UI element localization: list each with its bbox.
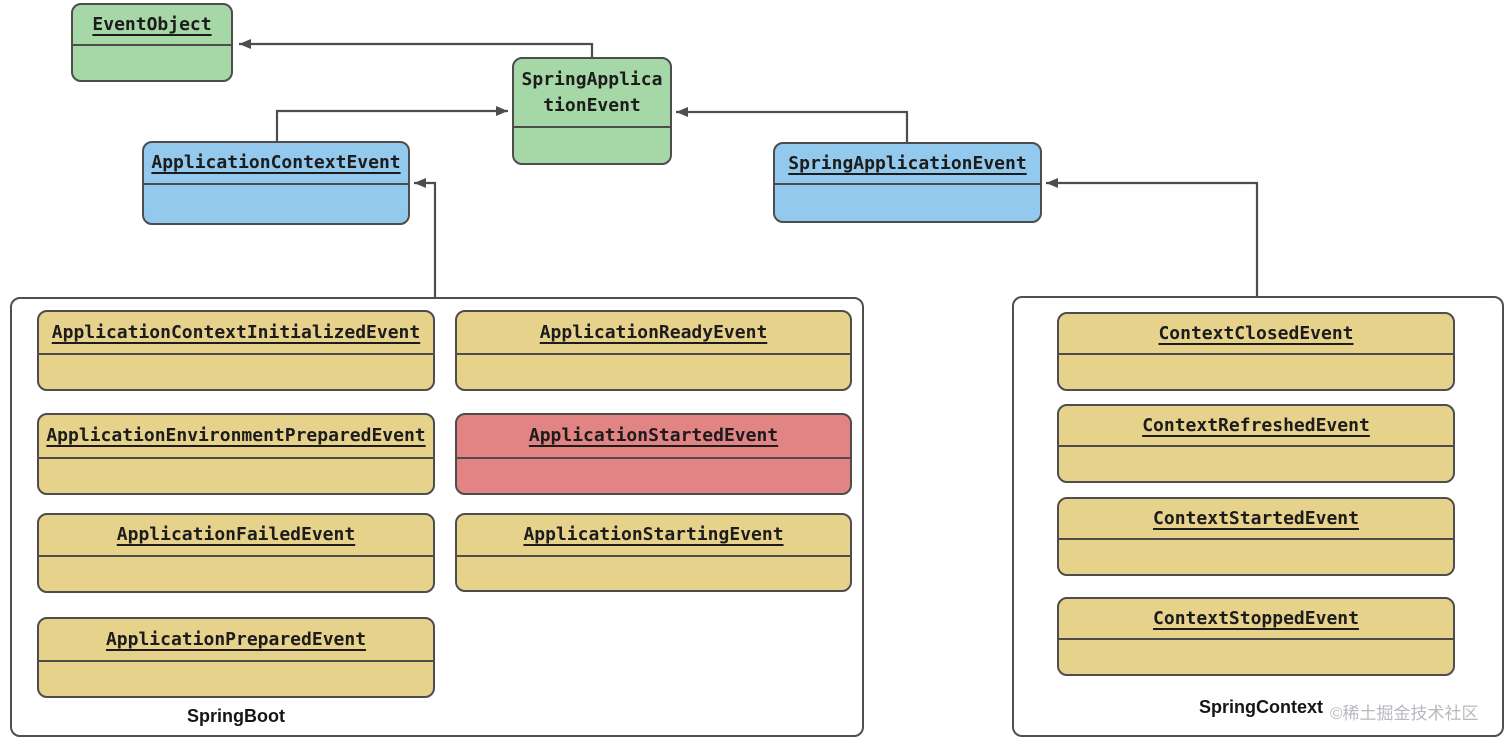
class-title: ContextRefreshedEvent <box>1059 406 1453 447</box>
arrow-applicationcontextevent-to-springapplicationevent <box>275 106 508 141</box>
class-box-eventobject: EventObject <box>71 3 233 82</box>
arrow-bootspringapplicationevent-to-springapplicationevent <box>676 107 909 142</box>
class-body <box>39 662 433 696</box>
class-title: ApplicationStartedEvent <box>457 415 850 459</box>
class-title: ApplicationEnvironmentPreparedEvent <box>39 415 433 459</box>
class-box-applicationfailedevent: ApplicationFailedEvent <box>37 513 435 593</box>
class-box-applicationcontextevent: ApplicationContextEvent <box>142 141 410 225</box>
class-title: ApplicationContextInitializedEvent <box>39 312 433 355</box>
class-name-text-line1: SpringApplica <box>521 68 663 90</box>
class-title: ContextStoppedEvent <box>1059 599 1453 640</box>
class-name-text: ApplicationStartingEvent <box>523 524 784 545</box>
class-name-text: ApplicationFailedEvent <box>116 524 356 545</box>
class-name-text-line2: tionEvent <box>543 94 641 116</box>
class-name-text: ContextRefreshedEvent <box>1142 414 1370 436</box>
watermark: ©稀土掘金技术社区 <box>1330 704 1479 723</box>
class-title: ApplicationReadyEvent <box>457 312 850 355</box>
class-name-text: SpringApplicationEvent <box>788 152 1027 174</box>
class-box-contextclosedevent: ContextClosedEvent <box>1057 312 1455 391</box>
class-box-applicationcontextinitializedevent: ApplicationContextInitializedEvent <box>37 310 435 391</box>
class-body <box>39 557 433 591</box>
class-body <box>39 459 433 493</box>
class-box-applicationenvironmentpreparedevent: ApplicationEnvironmentPreparedEvent <box>37 413 435 495</box>
class-box-applicationpreparedevent: ApplicationPreparedEvent <box>37 617 435 698</box>
class-title: SpringApplicationEvent <box>775 144 1040 185</box>
class-name-text: ContextClosedEvent <box>1158 322 1354 344</box>
class-name-text: ApplicationContextInitializedEvent <box>51 321 421 343</box>
class-body <box>1059 447 1453 481</box>
class-box-applicationreadyevent: ApplicationReadyEvent <box>455 310 852 391</box>
class-name-text: ContextStartedEvent <box>1153 507 1359 529</box>
spring-boot-group-label: SpringBoot <box>187 706 285 726</box>
class-name-text: ApplicationContextEvent <box>151 152 401 173</box>
class-title: ApplicationStartingEvent <box>457 515 850 557</box>
class-box-contextrefreshedevent: ContextRefreshedEvent <box>1057 404 1455 483</box>
class-box-springapplicationevent: SpringApplicationEvent <box>773 142 1042 223</box>
class-body <box>514 128 670 163</box>
class-body <box>1059 640 1453 674</box>
class-box-applicationstartingevent: ApplicationStartingEvent <box>455 513 852 592</box>
class-title: ApplicationContextEvent <box>144 143 408 185</box>
class-title: ApplicationPreparedEvent <box>39 619 433 662</box>
class-box-contextstartedevent: ContextStartedEvent <box>1057 497 1455 576</box>
class-name-text: EventObject <box>92 13 212 35</box>
class-name-text: ApplicationStartedEvent <box>528 425 779 446</box>
class-body <box>457 459 850 493</box>
class-name-text: ApplicationEnvironmentPreparedEvent <box>46 425 426 446</box>
class-name-text: ContextStoppedEvent <box>1153 607 1359 629</box>
class-body <box>1059 355 1453 389</box>
class-box-contextstoppedevent: ContextStoppedEvent <box>1057 597 1455 676</box>
spring-context-group-label: SpringContext <box>1199 697 1323 717</box>
arrow-springboot-group-to-applicationcontextevent <box>414 178 437 297</box>
class-title: SpringApplica tionEvent <box>514 59 670 128</box>
class-box-springapplicationevent-abstract: SpringApplica tionEvent <box>512 57 672 165</box>
class-name-text: ApplicationPreparedEvent <box>105 628 367 650</box>
arrow-springapplicationevent-to-eventobject <box>239 39 594 57</box>
class-title: ContextClosedEvent <box>1059 314 1453 355</box>
class-name-text: ApplicationReadyEvent <box>539 321 768 343</box>
class-box-applicationstartedevent-highlighted: ApplicationStartedEvent <box>455 413 852 495</box>
class-body <box>39 355 433 389</box>
class-body <box>775 185 1040 221</box>
class-title: ApplicationFailedEvent <box>39 515 433 557</box>
class-title: EventObject <box>73 5 231 46</box>
arrow-springcontext-group-to-springapplicationevent <box>1046 178 1259 296</box>
class-body <box>457 557 850 590</box>
class-body <box>144 185 408 223</box>
class-body <box>457 355 850 389</box>
class-title: ContextStartedEvent <box>1059 499 1453 540</box>
class-body <box>73 46 231 80</box>
class-body <box>1059 540 1453 574</box>
